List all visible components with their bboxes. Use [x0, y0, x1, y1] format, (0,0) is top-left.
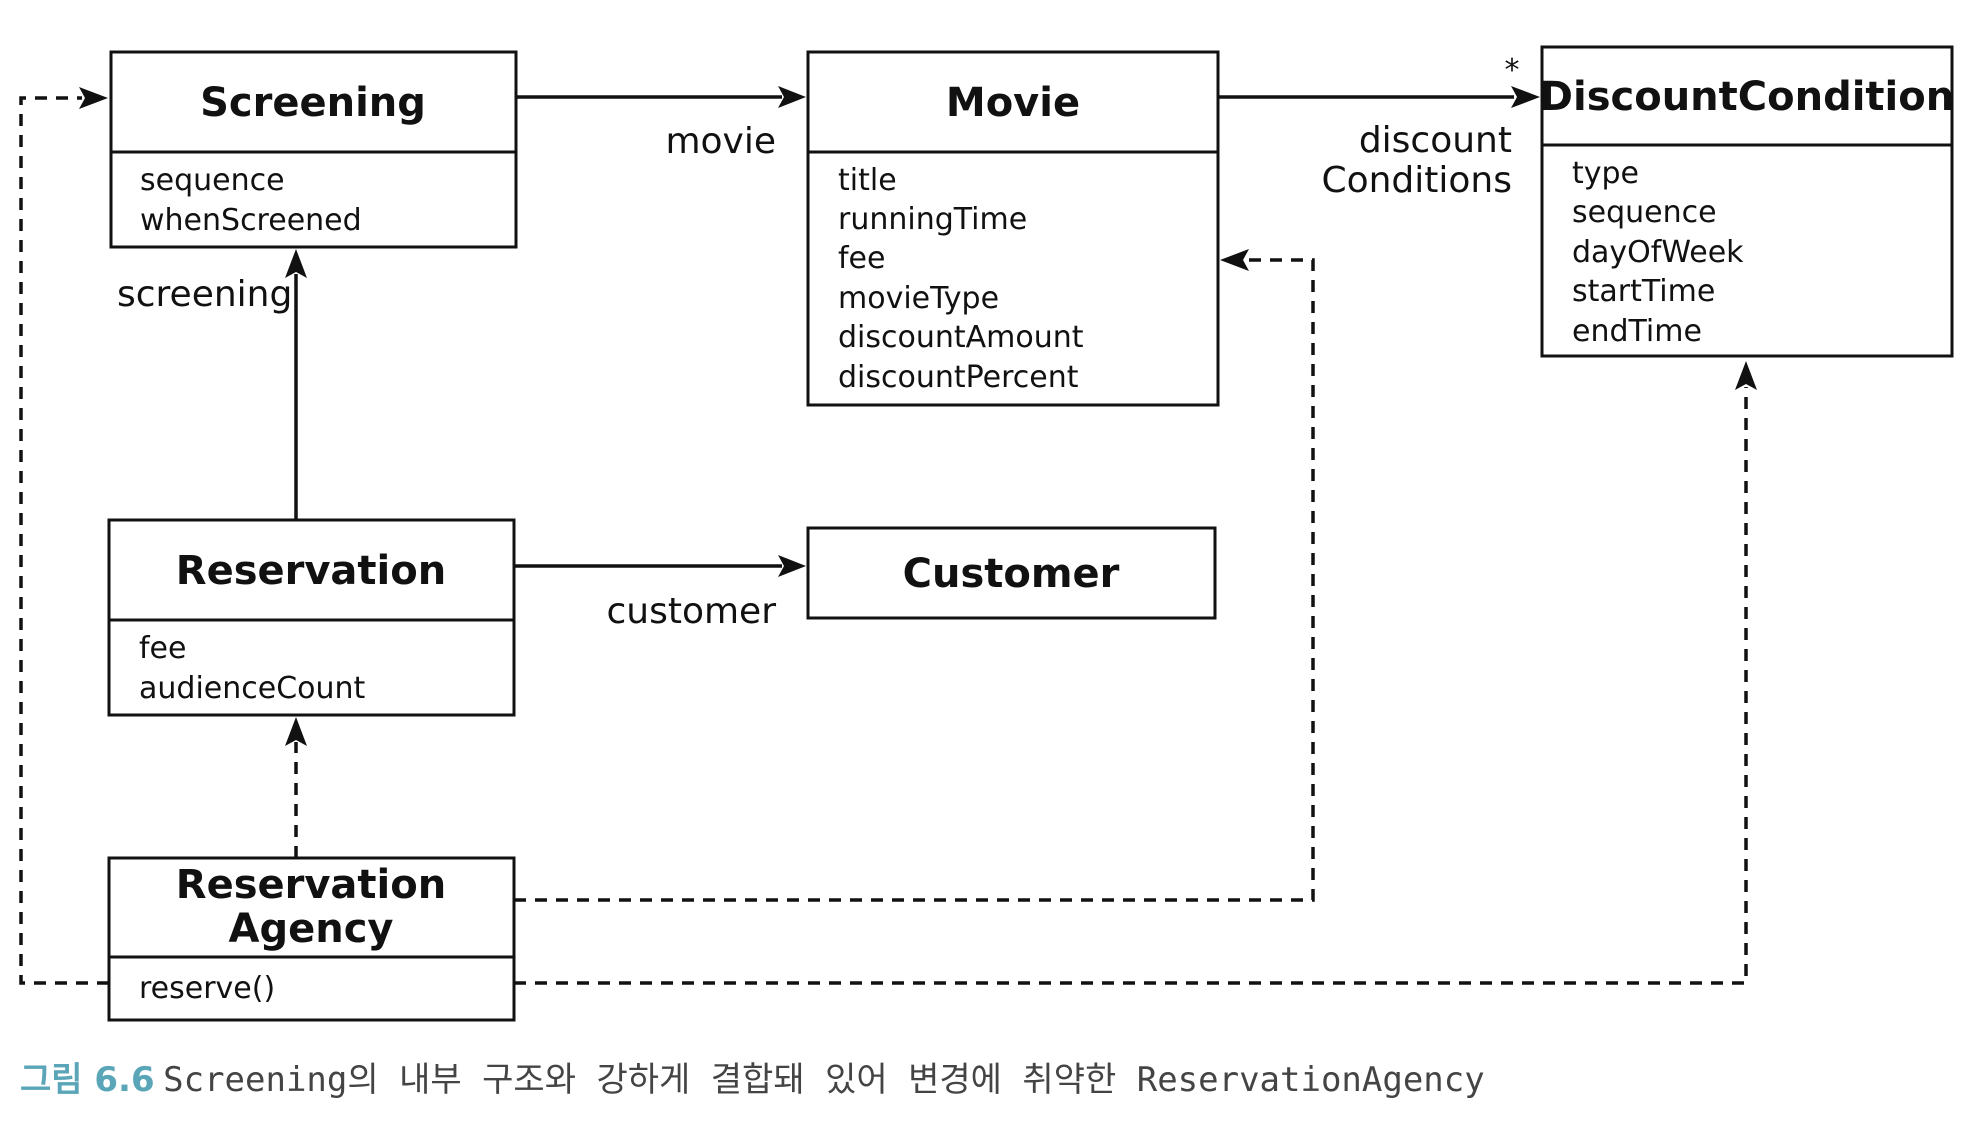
figure-caption: 그림 6.6 Screening의 내부 구조와 강하게 결합돼 있어 변경에 … — [20, 1052, 1485, 1101]
class-attribute: type — [1572, 156, 1639, 191]
class-attribute: discountAmount — [838, 320, 1084, 355]
edge-agency-discount-condition — [514, 361, 1757, 985]
arrowhead — [778, 86, 806, 108]
edge-agency-reservation — [285, 717, 307, 858]
class-diagram: Screening sequence whenScreened Movie ti… — [19, 45, 1954, 1022]
edge-label: screening — [117, 274, 292, 315]
figure-number: 그림 6.6 — [20, 1060, 155, 1100]
figure-caption-text: Screening의 내부 구조와 강하게 결합돼 있어 변경에 취약한 Res… — [163, 1060, 1485, 1100]
class-attribute: sequence — [140, 163, 285, 198]
class-attribute: fee — [838, 241, 885, 276]
arrowhead — [285, 717, 307, 746]
edge-line — [19, 96, 109, 985]
edge-label: movie — [665, 121, 776, 162]
class-box — [107, 856, 516, 1022]
edge-movie-discount-condition: * discount Conditions — [1218, 53, 1540, 201]
class-name: Screening — [200, 80, 426, 126]
edge-agency-screening — [19, 87, 109, 985]
edge-label: customer — [606, 591, 776, 632]
class-box — [806, 526, 1217, 620]
class-name-line: Agency — [229, 906, 394, 952]
edge-label: Conditions — [1321, 160, 1512, 201]
class-attribute: endTime — [1572, 314, 1702, 349]
class-name: Movie — [946, 80, 1080, 126]
arrowhead — [79, 87, 108, 109]
class-attribute: fee — [139, 631, 186, 666]
class-box — [1540, 45, 1954, 358]
arrowhead — [778, 555, 806, 577]
edge-screening-movie: movie — [516, 86, 806, 162]
arrowhead — [1511, 86, 1540, 108]
class-box — [107, 518, 516, 717]
arrowhead — [1735, 361, 1757, 390]
class-screening: Screening sequence whenScreened — [109, 50, 518, 249]
class-attribute: sequence — [1572, 195, 1717, 230]
class-attribute: discountPercent — [838, 360, 1079, 395]
class-reservation: Reservation fee audienceCount — [107, 518, 516, 717]
class-name: Reservation — [176, 548, 446, 594]
edge-line — [514, 258, 1315, 902]
edge-label: discount — [1359, 120, 1512, 161]
class-name-line: Reservation — [176, 862, 446, 908]
class-attribute: title — [838, 163, 897, 198]
class-attribute: whenScreened — [140, 203, 362, 238]
edge-line — [514, 387, 1748, 985]
class-attribute: audienceCount — [139, 671, 366, 706]
class-attribute: startTime — [1572, 274, 1715, 309]
multiplicity: * — [1505, 53, 1520, 88]
class-customer: Customer — [806, 526, 1217, 620]
arrowhead — [285, 249, 307, 278]
class-name: Customer — [903, 551, 1120, 597]
class-discount-condition: DiscountCondition type sequence dayOfWee… — [1540, 45, 1954, 358]
edge-reservation-screening: screening — [117, 249, 307, 520]
class-attribute: runningTime — [838, 202, 1027, 237]
class-movie: Movie title runningTime fee movieType di… — [806, 50, 1220, 407]
class-box — [806, 50, 1220, 407]
class-reservation-agency: Reservation Agency reserve() — [107, 856, 516, 1022]
class-attribute: movieType — [838, 281, 999, 316]
edge-reservation-customer: customer — [514, 555, 806, 632]
class-attribute: dayOfWeek — [1572, 235, 1744, 270]
class-box — [109, 50, 518, 249]
edge-agency-movie — [514, 249, 1315, 902]
class-method: reserve() — [139, 971, 275, 1006]
class-name: DiscountCondition — [1540, 74, 1954, 120]
arrowhead — [1220, 249, 1249, 271]
